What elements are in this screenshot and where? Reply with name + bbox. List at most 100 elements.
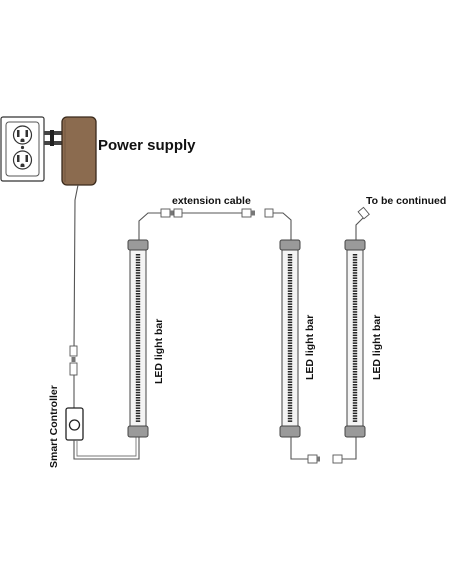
led-chip	[135, 342, 141, 344]
bar2-top-cable	[273, 212, 292, 240]
led-chip	[352, 316, 358, 318]
led-light-bar-2	[279, 239, 301, 438]
led-chip	[287, 376, 293, 378]
led-chip	[352, 417, 358, 420]
bar3-top-cable	[355, 217, 364, 240]
led-chip	[135, 389, 141, 391]
led-chip	[352, 337, 358, 339]
led-chip	[352, 389, 358, 391]
led-chip	[352, 308, 358, 311]
led-chip	[352, 261, 358, 264]
led-chip	[135, 363, 141, 365]
led-chip	[287, 303, 293, 305]
led-chip	[352, 313, 358, 316]
led-chip	[352, 404, 358, 407]
led-chip	[352, 319, 358, 321]
led-chip	[135, 290, 141, 292]
inline-connector	[69, 345, 78, 376]
ac-plug-icon	[44, 130, 64, 146]
led-chip	[135, 360, 141, 363]
led-chip	[287, 293, 293, 295]
led-chip	[135, 399, 141, 402]
led-chip	[352, 339, 358, 342]
extension-cable	[160, 208, 274, 218]
led-chip	[352, 358, 358, 360]
led-chip	[287, 326, 293, 329]
led-chip	[287, 397, 293, 399]
led-chip	[352, 269, 358, 272]
led-chip	[352, 363, 358, 365]
led-chip	[135, 308, 141, 311]
led-chip	[135, 329, 141, 331]
led-chip-row	[135, 254, 141, 422]
extension-cable-label: extension cable	[172, 195, 251, 207]
led-chip	[135, 378, 141, 381]
led-chip	[135, 417, 141, 420]
led-chip	[352, 332, 358, 334]
led-chip	[287, 363, 293, 365]
led-bar-1-label: LED light bar	[153, 319, 165, 384]
led-chip	[287, 345, 293, 347]
led-chip	[352, 347, 358, 350]
led-chip	[352, 334, 358, 337]
led-chip	[287, 399, 293, 402]
led-chip	[135, 264, 141, 266]
led-chip	[287, 402, 293, 404]
led-chip	[135, 352, 141, 355]
led-chip	[352, 394, 358, 396]
led-chip	[287, 332, 293, 334]
power-supply-label: Power supply	[98, 137, 196, 154]
led-chip	[352, 254, 358, 256]
led-chip	[135, 376, 141, 378]
led-chip	[135, 313, 141, 316]
led-chip	[135, 298, 141, 300]
bar2-bottom-cable	[290, 437, 308, 460]
led-chip	[135, 272, 141, 274]
led-chip	[135, 381, 141, 383]
led-chip	[352, 407, 358, 409]
led-chip	[287, 417, 293, 420]
led-chip	[287, 410, 293, 412]
power-supply-cable	[73, 184, 79, 355]
led-chip	[287, 386, 293, 389]
led-chip	[135, 326, 141, 329]
led-bar-2-label: LED light bar	[304, 315, 316, 380]
led-chip	[287, 368, 293, 370]
led-chip	[287, 347, 293, 350]
led-chip	[135, 345, 141, 347]
smart-controller-label: Smart Controller	[48, 385, 60, 468]
led-chip	[287, 254, 293, 256]
led-chip	[352, 368, 358, 370]
led-chip	[352, 267, 358, 269]
led-chip	[135, 274, 141, 277]
led-chip	[352, 345, 358, 347]
led-chip	[352, 415, 358, 417]
led-chip	[287, 261, 293, 264]
led-light-bar-1	[127, 239, 149, 438]
led-chip	[287, 384, 293, 386]
led-chip	[352, 391, 358, 394]
bar1-top-cable	[138, 212, 162, 240]
led-chip	[135, 339, 141, 342]
led-chip-row	[287, 254, 293, 422]
led-chip	[287, 316, 293, 318]
led-chip	[135, 410, 141, 412]
led-bar-3-label: LED light bar	[371, 315, 383, 380]
led-chip	[352, 384, 358, 386]
led-chip	[352, 329, 358, 331]
bar3-bottom-connector	[332, 454, 343, 464]
led-chip	[135, 347, 141, 350]
led-chip	[352, 259, 358, 261]
led-chip	[135, 285, 141, 287]
power-button-icon	[68, 419, 81, 431]
led-chip	[135, 321, 141, 324]
led-chip	[135, 355, 141, 357]
led-chip	[135, 303, 141, 305]
led-chip	[287, 360, 293, 363]
led-chip	[287, 290, 293, 292]
led-chip	[287, 334, 293, 337]
led-chip	[135, 295, 141, 298]
led-chip	[287, 355, 293, 357]
led-chip	[352, 376, 358, 378]
